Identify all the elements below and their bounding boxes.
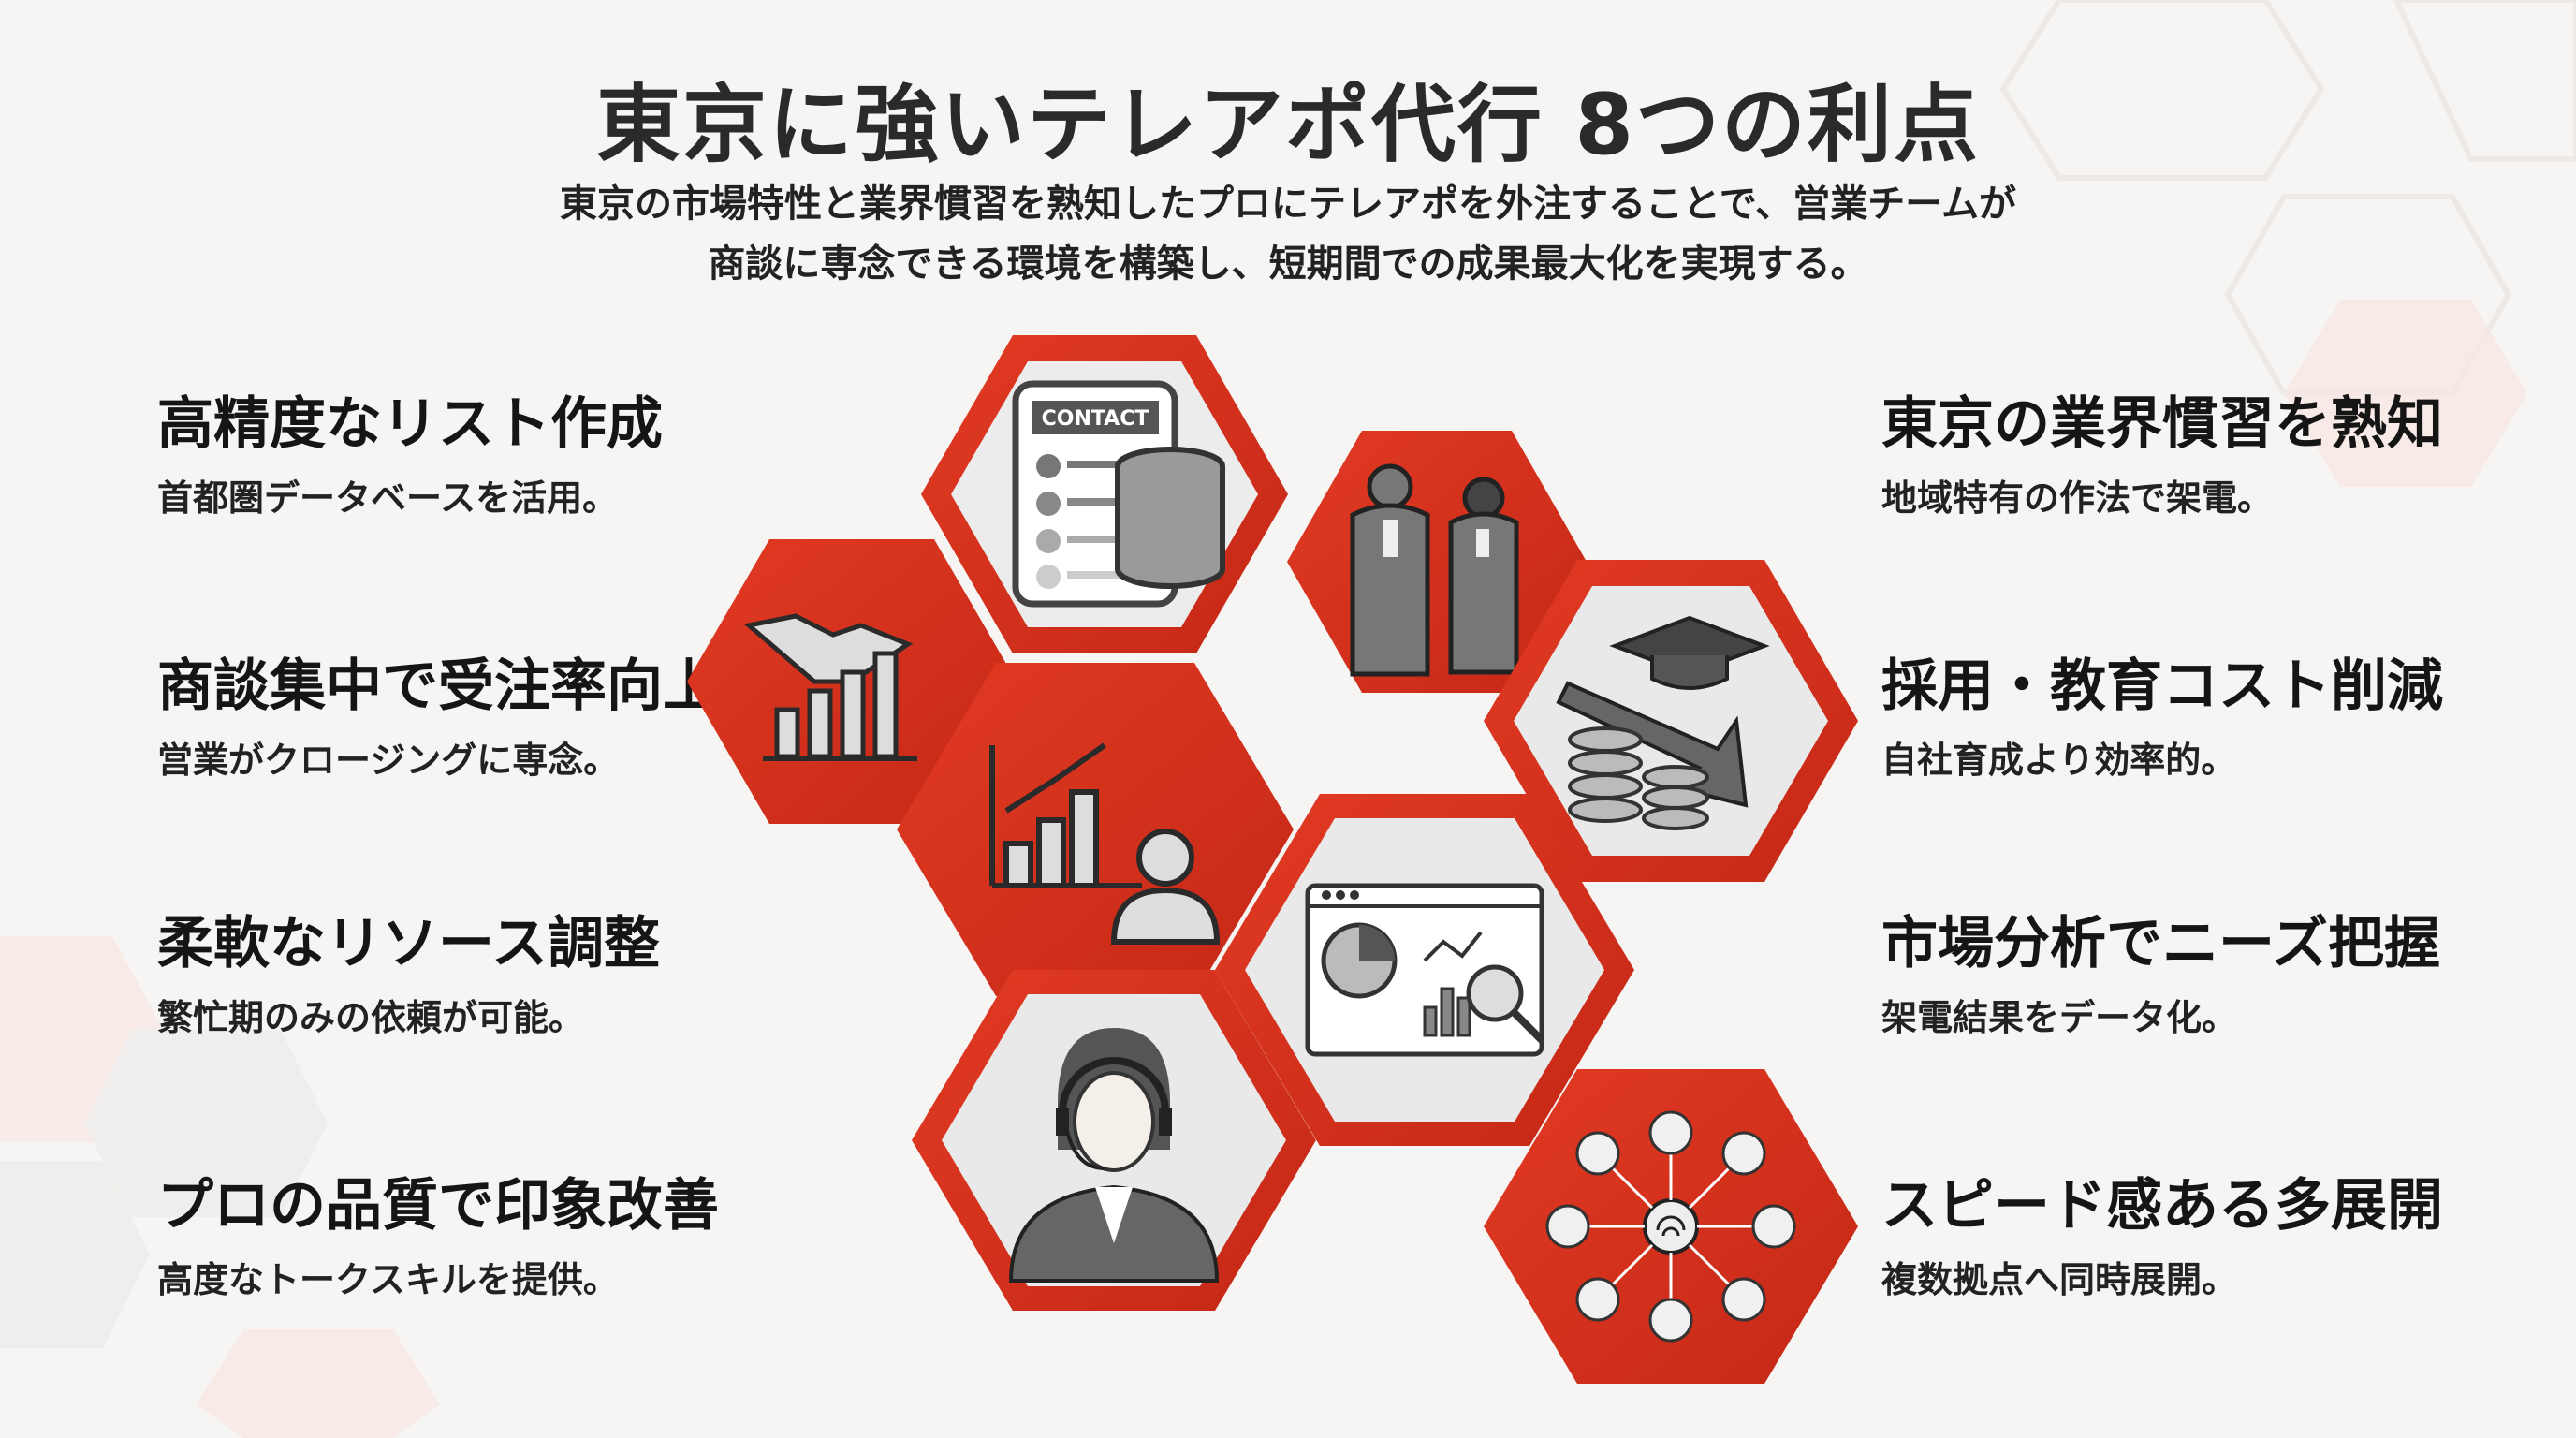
- feature-desc: 地域特有の作法で架電。: [1881, 477, 2274, 519]
- feature-title: 東京の業界慣習を熟知: [1881, 391, 2443, 457]
- network-multi-location-icon: [1484, 1069, 1858, 1384]
- feature-title: 採用・教育コスト削減: [1881, 653, 2443, 719]
- feature-title: プロの品質で印象改善: [157, 1173, 719, 1239]
- feature-desc: 架電結果をデータ化。: [1881, 997, 2238, 1038]
- page-subtitle: 東京の市場特性と業界慣習を熟知したプロにテレアポを外注することで、営業チームが …: [0, 174, 2576, 294]
- feature-speed-expansion: スピード感ある多展開 複数拠点へ同時展開。: [1881, 1170, 2537, 1302]
- feature-title: 市場分析でニーズ把握: [1881, 911, 2440, 976]
- feature-cost-reduction: 採用・教育コスト削減 自社育成より効率的。: [1881, 651, 2537, 783]
- graduation-cost-down-icon: [1484, 560, 1858, 882]
- feature-tokyo-custom: 東京の業界慣習を熟知 地域特有の作法で架電。: [1881, 389, 2537, 521]
- page-title: 東京に強いテレアポ代行 8つの利点: [596, 76, 1980, 174]
- bowing-businesspeople-icon: [1287, 431, 1587, 693]
- feature-desc: 首都圏データベースを活用。: [157, 477, 619, 519]
- feature-title: スピード感ある多展開: [1881, 1173, 2443, 1239]
- feature-title: 高精度なリスト作成: [157, 391, 663, 457]
- feature-desc: 営業がクロージングに専念。: [157, 740, 620, 781]
- feature-desc: 自社育成より効率的。: [1881, 740, 2237, 781]
- contact-database-icon: CONTACT: [921, 335, 1288, 653]
- analytics-dashboard-icon: [1215, 794, 1634, 1146]
- feature-pro-quality: プロの品質で印象改善 高度なトークスキルを提供。: [157, 1170, 812, 1302]
- subtitle-line: 商談に専念できる環境を構築し、短期間での成果最大化を実現する。: [708, 242, 1868, 286]
- feature-title: 商談集中で受注率向上: [157, 653, 719, 719]
- contact-label: CONTACT: [1042, 407, 1149, 431]
- chart-growth-person-icon: [897, 663, 1294, 996]
- feature-desc: 高度なトークスキルを提供。: [157, 1259, 619, 1300]
- subtitle-line: 東京の市場特性と業界慣習を熟知したプロにテレアポを外注することで、営業チームが: [560, 183, 2016, 226]
- feature-desc: 繁忙期のみの依頼が可能。: [157, 997, 585, 1038]
- feature-close-rate: 商談集中で受注率向上 営業がクロージングに専念。: [157, 651, 812, 783]
- feature-flexible-resource: 柔軟なリソース調整 繁忙期のみの依頼が可能。: [157, 908, 812, 1040]
- feature-title: 柔軟なリソース調整: [157, 911, 660, 976]
- feature-list-creation: 高精度なリスト作成 首都圏データベースを活用。: [157, 389, 812, 521]
- handshake-growth-icon: [687, 539, 1017, 824]
- feature-market-analysis: 市場分析でニーズ把握 架電結果をデータ化。: [1881, 908, 2537, 1040]
- feature-desc: 複数拠点へ同時展開。: [1881, 1259, 2238, 1300]
- operator-headset-icon: [912, 970, 1316, 1311]
